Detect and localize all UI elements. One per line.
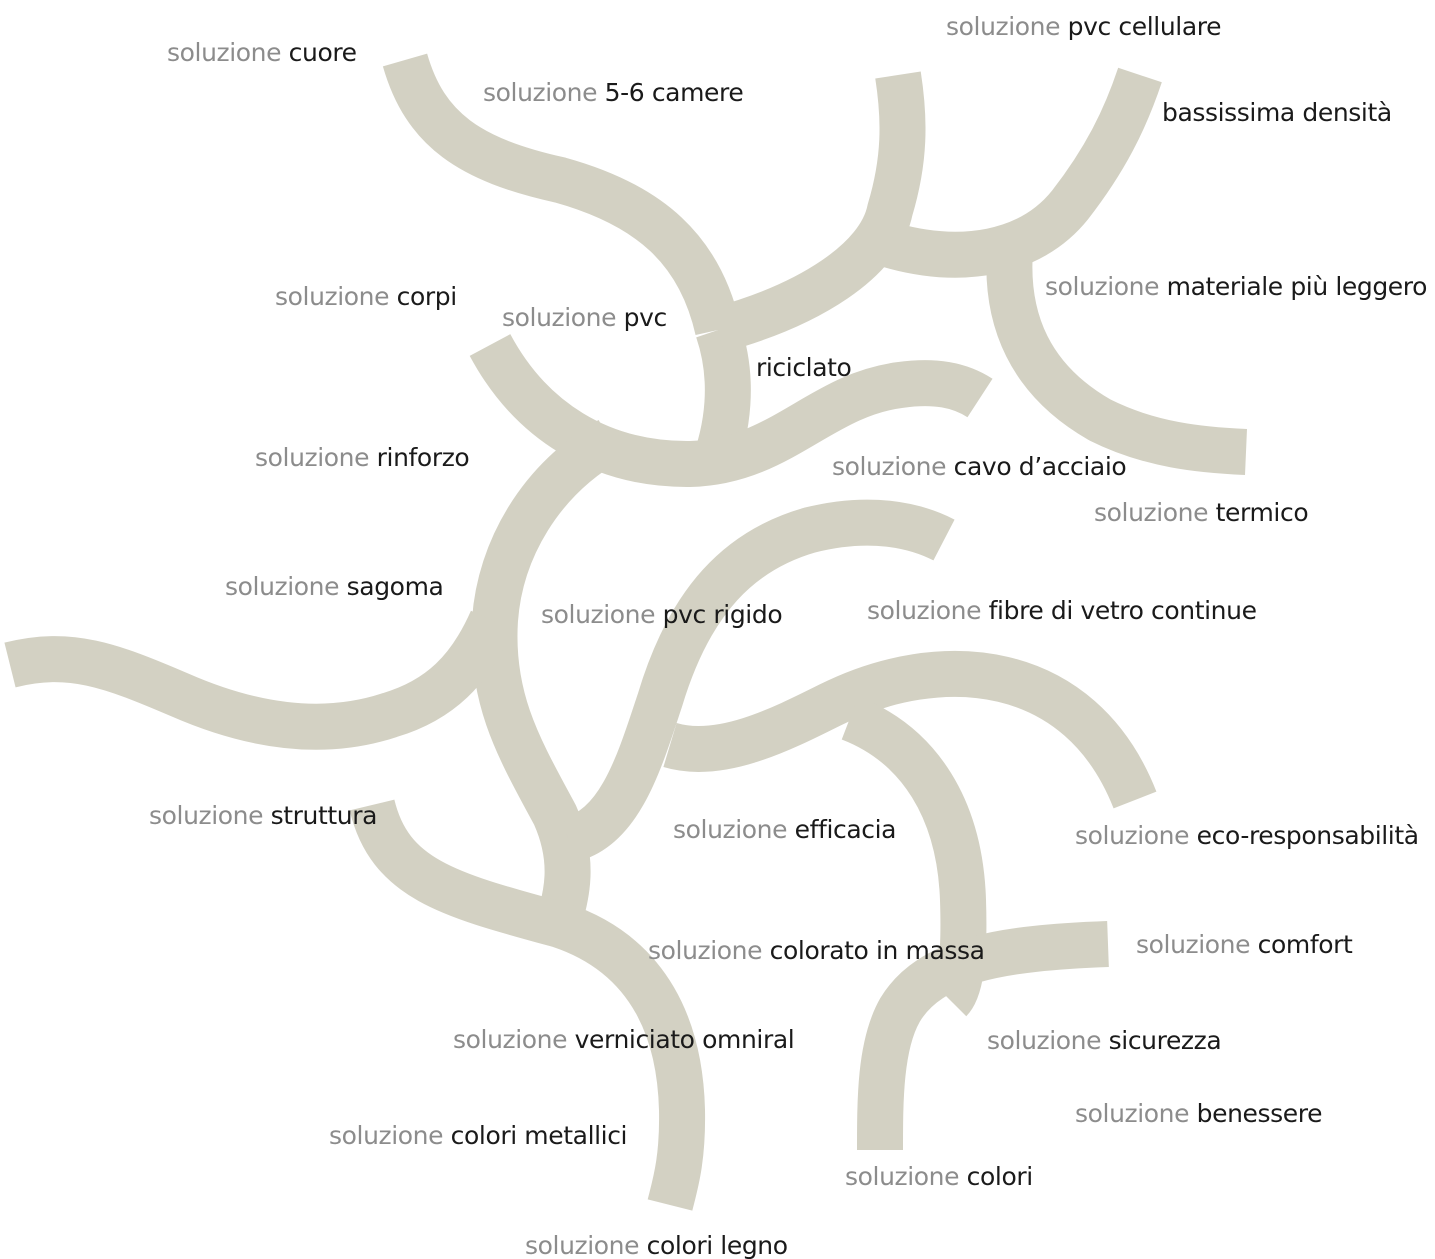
label-key: cavo d’acciaio — [953, 452, 1127, 481]
label-pvc-rigido: soluzione pvc rigido — [541, 600, 783, 630]
label-prefix: soluzione — [525, 1231, 640, 1259]
label-key: sagoma — [346, 572, 444, 601]
label-key: pvc cellulare — [1067, 12, 1222, 41]
label-struttura: soluzione struttura — [149, 801, 377, 831]
label-key: fibre di vetro continue — [988, 596, 1257, 625]
label-colori-legno: soluzione colori legno — [525, 1231, 788, 1259]
label-eco-responsabilita: soluzione eco-responsabilità — [1075, 821, 1419, 851]
label-prefix: soluzione — [149, 801, 264, 830]
label-key: 5-6 camere — [604, 78, 744, 107]
label-key: rinforzo — [376, 443, 470, 472]
label-prefix: soluzione — [329, 1121, 444, 1150]
label-prefix: soluzione — [832, 452, 947, 481]
label-prefix: soluzione — [255, 443, 370, 472]
label-prefix: soluzione — [275, 282, 390, 311]
label-rinforzo: soluzione rinforzo — [255, 443, 470, 473]
label-materiale-piu-leggero: soluzione materiale più leggero — [1045, 272, 1427, 302]
ribbon-group — [4, 53, 1248, 1211]
label-prefix: soluzione — [541, 600, 656, 629]
ribbon-sagoma — [4, 610, 514, 750]
label-key: comfort — [1257, 930, 1353, 959]
label-key: materiale più leggero — [1166, 272, 1428, 301]
label-corpi: soluzione corpi — [275, 282, 457, 312]
label-comfort: soluzione comfort — [1136, 930, 1353, 960]
label-prefix: soluzione — [845, 1162, 960, 1191]
label-prefix: soluzione — [867, 596, 982, 625]
label-key: struttura — [270, 801, 378, 830]
label-prefix: soluzione — [167, 38, 282, 67]
label-key: efficacia — [794, 815, 897, 844]
ribbon-pvc-rigido — [561, 499, 955, 863]
label-cavo-acciaio: soluzione cavo d’acciaio — [832, 452, 1127, 482]
label-prefix: soluzione — [483, 78, 598, 107]
ribbon-rinforzo — [471, 420, 622, 938]
label-prefix: soluzione — [1045, 272, 1160, 301]
label-key: colori legno — [646, 1231, 788, 1259]
label-termico: soluzione termico — [1094, 498, 1309, 528]
ribbon-right-arm — [711, 71, 926, 353]
label-key: colori metallici — [450, 1121, 628, 1150]
label-prefix: soluzione — [987, 1026, 1102, 1055]
label-prefix: soluzione — [648, 936, 763, 965]
label-key: cuore — [288, 38, 357, 67]
ribbon-efficacia — [663, 651, 1157, 809]
label-prefix: soluzione — [1094, 498, 1209, 527]
label-sagoma: soluzione sagoma — [225, 572, 444, 602]
label-colorato-massa: soluzione colorato in massa — [648, 936, 985, 966]
label-efficacia: soluzione efficacia — [673, 815, 896, 845]
label-key: termico — [1215, 498, 1309, 527]
ribbon-corpi — [469, 333, 993, 488]
label-riciclato: riciclato — [756, 353, 852, 383]
label-cuore: soluzione cuore — [167, 38, 357, 68]
ribbon-struttura — [349, 798, 706, 1211]
label-key: sicurezza — [1108, 1026, 1222, 1055]
label-key: eco-responsabilità — [1196, 821, 1419, 850]
label-prefix: soluzione — [502, 303, 617, 332]
label-pvc: soluzione pvc — [502, 303, 667, 333]
ribbon-comfort — [857, 921, 1109, 1151]
label-key: benessere — [1196, 1099, 1323, 1128]
ribbon-leggero — [986, 248, 1248, 475]
label-key: riciclato — [756, 353, 852, 382]
label-bassissima-densita: bassissima densità — [1162, 98, 1392, 128]
label-benessere: soluzione benessere — [1075, 1099, 1322, 1129]
label-key: verniciato omniral — [574, 1025, 795, 1054]
label-key: pvc — [623, 303, 668, 332]
label-prefix: soluzione — [453, 1025, 568, 1054]
label-key: bassissima densità — [1162, 98, 1392, 127]
label-colori: soluzione colori — [845, 1162, 1033, 1192]
label-5-6-camere: soluzione 5-6 camere — [483, 78, 744, 108]
label-key: colori — [966, 1162, 1034, 1191]
label-prefix: soluzione — [1075, 1099, 1190, 1128]
label-prefix: soluzione — [673, 815, 788, 844]
label-verniciato-omniral: soluzione verniciato omniral — [453, 1025, 795, 1055]
ribbon-cellulare — [883, 67, 1162, 278]
ribbon-cuore — [382, 53, 741, 336]
label-colori-metallici: soluzione colori metallici — [329, 1121, 627, 1151]
label-pvc-cellulare: soluzione pvc cellulare — [946, 12, 1221, 42]
label-prefix: soluzione — [225, 572, 340, 601]
label-prefix: soluzione — [1136, 930, 1251, 959]
label-prefix: soluzione — [1075, 821, 1190, 850]
label-key: corpi — [396, 282, 458, 311]
label-sicurezza: soluzione sicurezza — [987, 1026, 1222, 1056]
label-key: pvc rigido — [662, 600, 783, 629]
label-fibre-vetro: soluzione fibre di vetro continue — [867, 596, 1257, 626]
label-prefix: soluzione — [946, 12, 1061, 41]
label-key: colorato in massa — [769, 936, 985, 965]
